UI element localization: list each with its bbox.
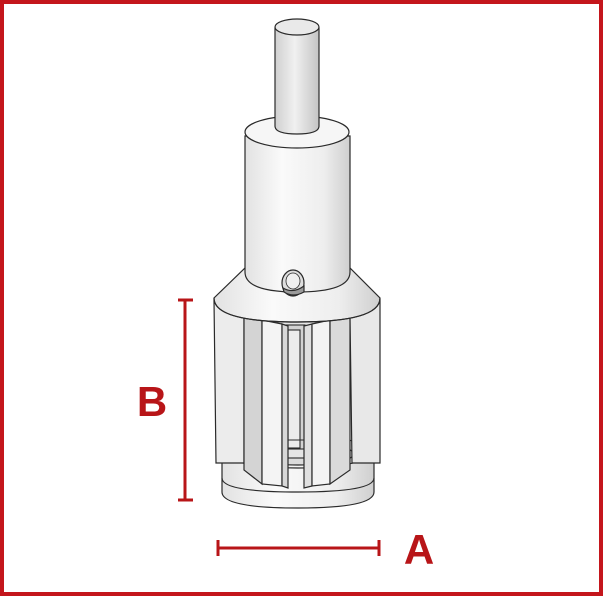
top-shaft <box>274 18 320 135</box>
main-cylinder <box>244 115 351 293</box>
dimension-b-label: B <box>137 378 167 425</box>
finger-right <box>329 299 381 486</box>
part-diagram: B A <box>137 18 434 573</box>
cross-hole <box>281 269 305 297</box>
finger-center-right <box>303 319 331 489</box>
dimension-b <box>178 298 193 502</box>
dimension-a <box>216 540 381 556</box>
finger-center-left <box>261 319 289 489</box>
finger-left <box>213 298 263 486</box>
dimension-a-label: A <box>404 526 434 573</box>
